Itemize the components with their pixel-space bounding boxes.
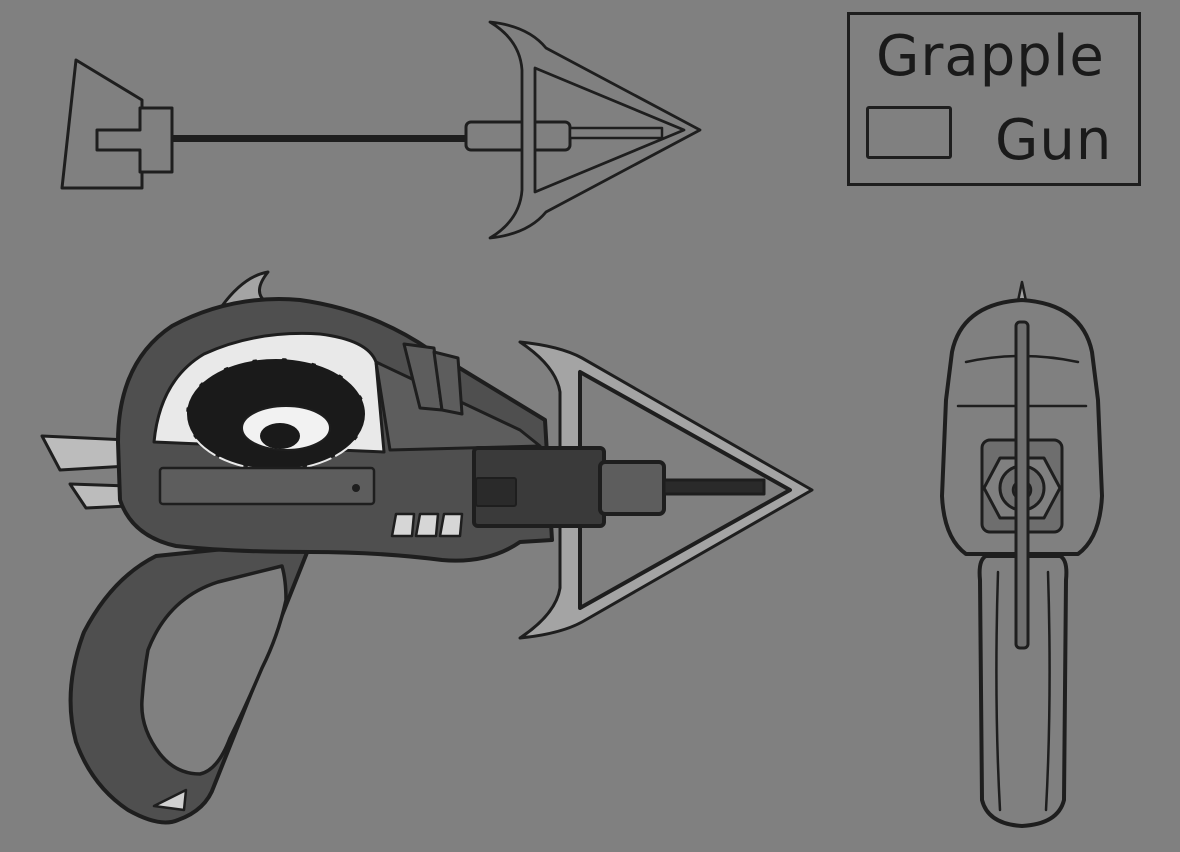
color-swatch	[866, 106, 952, 159]
front-view-grip	[977, 554, 1069, 828]
slot-rivet	[352, 484, 360, 492]
vent-2	[414, 512, 440, 538]
title-grapple: Grapple	[876, 24, 1105, 89]
title-card: Grapple Gun	[847, 12, 1141, 186]
top-view-rod	[568, 126, 664, 140]
top-view	[60, 20, 702, 240]
vent-3	[438, 512, 464, 538]
side-slot	[158, 466, 376, 506]
top-ridge-2	[432, 350, 464, 416]
top-view-piston	[464, 120, 572, 152]
reel-hub	[260, 423, 300, 449]
grip-tip-notch	[152, 788, 188, 812]
top-view-cable	[172, 135, 468, 142]
front-view	[940, 280, 1104, 828]
top-view-launcher-body	[95, 106, 174, 174]
side-view-rod	[662, 478, 766, 496]
grip-cutout	[140, 564, 288, 776]
vent-1	[390, 512, 416, 538]
side-view-piston	[598, 460, 666, 516]
grip-groove-left	[995, 570, 1002, 812]
barrel-slot	[475, 477, 517, 507]
title-gun: Gun	[995, 108, 1113, 173]
front-spine	[1014, 320, 1030, 650]
grip-groove-right	[1044, 570, 1051, 812]
side-view	[40, 270, 814, 825]
top-view-hook	[488, 20, 702, 240]
top-view-grip	[60, 58, 144, 190]
back-fin-upper	[40, 434, 130, 472]
